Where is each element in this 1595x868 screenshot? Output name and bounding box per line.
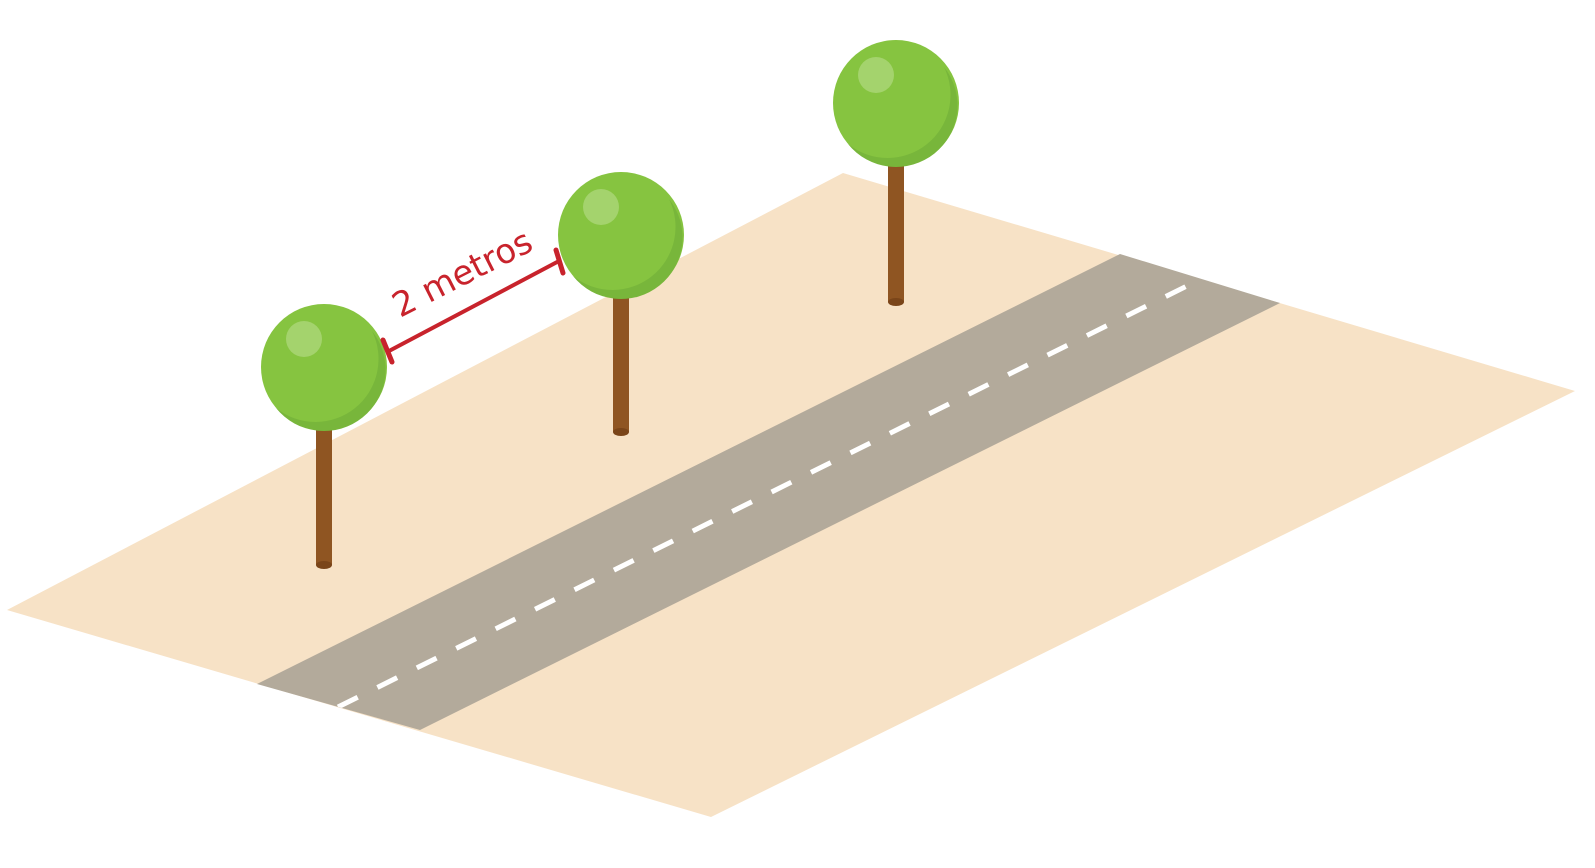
tree-canopy-shade (848, 67, 958, 167)
measure-cap-right (553, 247, 566, 276)
tree-trunk-base (888, 298, 904, 306)
tree-trunk-base (613, 428, 629, 436)
tree-highlight (583, 189, 619, 225)
tree-canopy-shade (573, 199, 683, 300)
tree-trunk (316, 420, 332, 565)
tree-trunk (888, 160, 904, 302)
tree-1 (261, 304, 387, 569)
tree-highlight (858, 57, 894, 93)
road-center-dashes (336, 276, 1203, 710)
tree-3 (833, 40, 959, 306)
tree-highlight (286, 321, 322, 357)
measure-cap-left (380, 337, 395, 365)
tree-trunk-base (316, 561, 332, 569)
tree-2 (558, 172, 684, 436)
tree-trunk (613, 290, 629, 432)
measure-line (387, 259, 561, 353)
road (257, 254, 1280, 730)
tree-canopy-shade (276, 331, 386, 432)
